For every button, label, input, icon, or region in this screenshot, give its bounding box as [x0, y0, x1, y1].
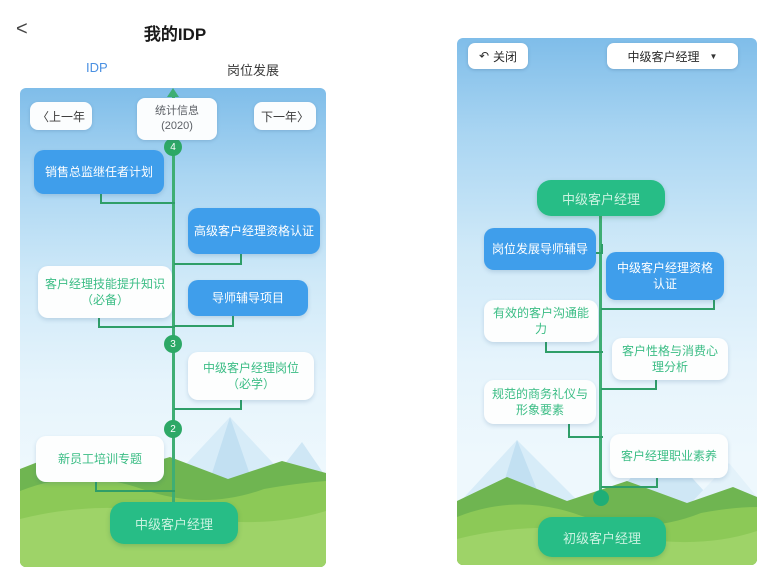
page-title: 我的IDP: [143, 25, 207, 44]
close-button[interactable]: ↶ 关闭: [468, 43, 528, 69]
dev-card-am-professional-quality[interactable]: 客户经理职业素养: [610, 434, 728, 478]
dev-card-effective-customer-communication[interactable]: 有效的客户沟通能力: [484, 300, 598, 342]
connector-line: [100, 194, 175, 204]
dev-card-intermediate-am-certification[interactable]: 中级客户经理资格认证: [606, 252, 724, 300]
idp-card-mentor-coaching-program[interactable]: 导师辅导项目: [188, 280, 308, 316]
idp-timeline-panel: 〈上一年 统计信息 (2020) 下一年〉 4 3 2 销售总监继任者计划 高级…: [20, 88, 326, 567]
connector-line: [95, 482, 175, 492]
dev-card-position-mentor-coaching[interactable]: 岗位发展导师辅导: [484, 228, 596, 270]
idp-card-sales-director-successor-plan[interactable]: 销售总监继任者计划: [34, 150, 164, 194]
connector-line: [174, 254, 242, 265]
timeline-node-2[interactable]: 2: [164, 420, 182, 438]
base-role-pill-intermediate-am[interactable]: 中级客户经理: [110, 502, 238, 544]
timeline-node-4[interactable]: 4: [164, 138, 182, 156]
stats-info-year: (2020): [161, 120, 193, 132]
connector-line: [601, 478, 658, 488]
dev-card-business-etiquette-image[interactable]: 规范的商务礼仪与形象要素: [484, 380, 596, 424]
prev-year-button[interactable]: 〈上一年: [30, 102, 92, 130]
next-year-button[interactable]: 下一年〉: [254, 102, 316, 130]
connector-line: [174, 400, 242, 410]
target-role-pill-intermediate-am[interactable]: 中级客户经理: [537, 180, 665, 216]
connector-line: [568, 424, 603, 438]
base-role-pill-junior-am[interactable]: 初级客户经理: [538, 517, 666, 557]
close-button-label: 关闭: [493, 49, 518, 64]
connector-line: [545, 342, 603, 353]
idp-card-senior-am-certification[interactable]: 高级客户经理资格认证: [188, 208, 320, 254]
back-chevron-icon[interactable]: <: [16, 18, 28, 40]
mountains-hills-scenery: [457, 440, 757, 565]
chevron-down-icon: ▼: [709, 51, 718, 61]
connector-line: [601, 380, 657, 390]
connector-line: [596, 244, 603, 254]
connector-line: [98, 318, 175, 328]
timeline-end-dot: [593, 490, 609, 506]
role-dropdown-value: 中级客户经理: [627, 49, 700, 64]
timeline-trunk: [172, 94, 175, 506]
timeline-node-3[interactable]: 3: [164, 335, 182, 353]
stats-info-label: 统计信息: [155, 105, 199, 118]
stats-info-button[interactable]: 统计信息 (2020): [137, 98, 217, 140]
dev-card-customer-personality-psychology[interactable]: 客户性格与消费心理分析: [612, 338, 728, 380]
undo-arrow-icon: ↶: [478, 49, 490, 63]
idp-card-am-skill-knowledge-required[interactable]: 客户经理技能提升知识（必备）: [38, 266, 172, 318]
tab-idp[interactable]: IDP: [86, 60, 108, 75]
role-dropdown[interactable]: 中级客户经理 ▼: [607, 43, 738, 69]
timeline-top-arrow-icon: [167, 88, 179, 97]
connector-line: [174, 316, 234, 327]
connector-line: [601, 300, 715, 310]
idp-card-intermediate-am-position-required[interactable]: 中级客户经理岗位（必学）: [188, 352, 314, 400]
tab-position-development[interactable]: 岗位发展: [227, 63, 280, 78]
idp-card-new-employee-training[interactable]: 新员工培训专题: [36, 436, 164, 482]
position-development-panel: ↶ 关闭 中级客户经理 ▼ 中级客户经理 岗位发展导师辅导 中级客户经理资格认证…: [457, 38, 757, 565]
timeline-trunk: [599, 210, 602, 500]
